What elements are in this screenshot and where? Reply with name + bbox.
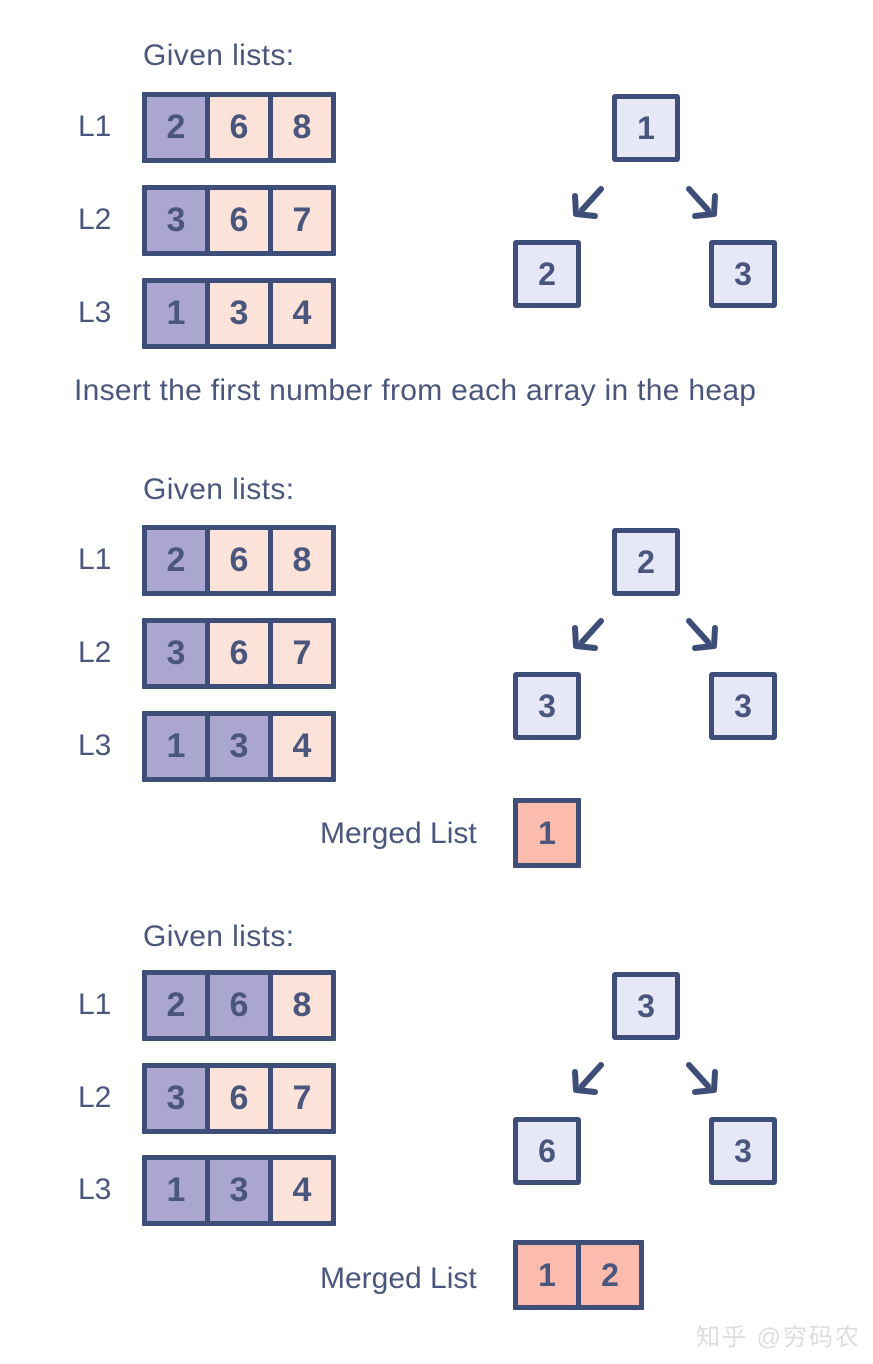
array-cell: 8	[268, 970, 336, 1041]
array-l2: 3 6 7	[142, 185, 336, 256]
heap-right-child-node: 3	[709, 672, 777, 740]
merged-list-array: 1	[513, 798, 581, 868]
heap-root-node: 1	[612, 94, 680, 162]
arrow-down-right-icon	[684, 184, 722, 228]
array-l2: 3 6 7	[142, 1063, 336, 1134]
arrow-down-left-icon	[568, 616, 606, 660]
array-cell: 3	[142, 185, 210, 256]
list-label-l3: L3	[78, 1173, 112, 1206]
arrow-down-left-icon	[568, 184, 606, 228]
heap-left-child-node: 2	[513, 240, 581, 308]
array-cell: 6	[205, 92, 273, 163]
array-cell: 8	[268, 92, 336, 163]
given-lists-label: Given lists:	[143, 39, 295, 72]
array-cell: 8	[268, 525, 336, 596]
arrow-down-right-icon	[684, 616, 722, 660]
heap-right-child-node: 3	[709, 240, 777, 308]
caption-text: Insert the first number from each array …	[74, 374, 757, 407]
array-l1: 2 6 8	[142, 970, 336, 1041]
array-cell: 3	[205, 278, 273, 349]
array-cell: 7	[268, 618, 336, 689]
list-label-l2: L2	[78, 1081, 112, 1114]
array-cell: 2	[142, 92, 210, 163]
arrow-down-left-icon	[568, 1060, 606, 1104]
array-cell: 6	[205, 618, 273, 689]
array-l3: 1 3 4	[142, 1155, 336, 1226]
merged-list-cell: 1	[513, 798, 581, 868]
merged-list-array: 1 2	[513, 1240, 644, 1310]
array-cell: 3	[142, 1063, 210, 1134]
array-cell: 6	[205, 525, 273, 596]
watermark: 知乎 @穷码农	[695, 1324, 861, 1351]
heap-root-node: 3	[612, 972, 680, 1040]
list-label-l3: L3	[78, 729, 112, 762]
list-label-l1: L1	[78, 110, 112, 143]
list-label-l2: L2	[78, 636, 112, 669]
array-cell: 1	[142, 711, 210, 782]
heap-left-child-node: 3	[513, 672, 581, 740]
given-lists-label: Given lists:	[143, 473, 295, 506]
heap-root-node: 2	[612, 528, 680, 596]
array-l3: 1 3 4	[142, 278, 336, 349]
array-cell: 6	[205, 185, 273, 256]
array-cell: 2	[142, 970, 210, 1041]
array-cell: 7	[268, 1063, 336, 1134]
array-cell: 4	[268, 711, 336, 782]
array-cell: 4	[268, 1155, 336, 1226]
array-cell: 3	[205, 1155, 273, 1226]
merged-list-cell: 2	[576, 1240, 644, 1310]
array-l1: 2 6 8	[142, 92, 336, 163]
list-label-l1: L1	[78, 543, 112, 576]
array-l1: 2 6 8	[142, 525, 336, 596]
heap-right-child-node: 3	[709, 1117, 777, 1185]
merged-list-cell: 1	[513, 1240, 581, 1310]
array-cell: 6	[205, 1063, 273, 1134]
array-l2: 3 6 7	[142, 618, 336, 689]
array-cell: 1	[142, 278, 210, 349]
merged-list-label: Merged List	[320, 1262, 477, 1295]
array-cell: 3	[142, 618, 210, 689]
list-label-l2: L2	[78, 203, 112, 236]
array-cell: 1	[142, 1155, 210, 1226]
array-cell: 3	[205, 711, 273, 782]
list-label-l3: L3	[78, 296, 112, 329]
array-cell: 2	[142, 525, 210, 596]
heap-left-child-node: 6	[513, 1117, 581, 1185]
array-cell: 4	[268, 278, 336, 349]
arrow-down-right-icon	[684, 1060, 722, 1104]
merged-list-label: Merged List	[320, 817, 477, 850]
array-l3: 1 3 4	[142, 711, 336, 782]
array-cell: 6	[205, 970, 273, 1041]
array-cell: 7	[268, 185, 336, 256]
given-lists-label: Given lists:	[143, 920, 295, 953]
list-label-l1: L1	[78, 988, 112, 1021]
